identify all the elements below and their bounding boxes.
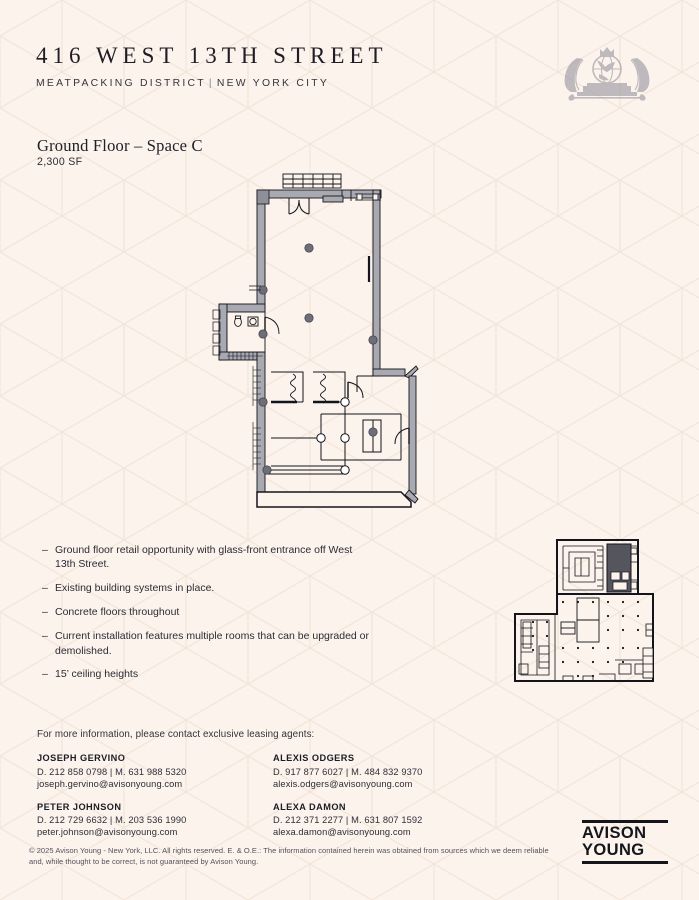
feature-dash: – (42, 544, 48, 556)
contact-phones: D. 212 858 0798 | M. 631 988 5320 (37, 766, 187, 777)
list-item: – Concrete floors throughout (42, 605, 372, 619)
list-item: – Ground floor retail opportunity with g… (42, 543, 372, 572)
feature-dash: – (42, 582, 48, 595)
feature-text: 15’ ceiling heights (55, 668, 139, 681)
contact-name: PETER JOHNSON (37, 801, 122, 812)
contact-card: ALEXIS ODGERS D. 917 877 6027 | M. 484 8… (273, 753, 503, 789)
contact-email[interactable]: alexis.odgers@avisonyoung.com (273, 778, 413, 789)
contact-intro: For more information, please contact exc… (37, 729, 315, 740)
logo-line-2: YOUNG (582, 840, 645, 859)
page-title: 416 WEST 13TH STREET (36, 43, 388, 68)
space-size: 2,300 SF (37, 156, 83, 168)
heraldic-crest-icon (564, 47, 650, 101)
feature-dash: – (42, 668, 48, 681)
feature-text: Ground floor retail opportunity with gla… (55, 544, 353, 571)
avison-young-logo: AVISON YOUNG (582, 820, 668, 864)
feature-dash: – (42, 606, 48, 619)
contact-phones: D. 917 877 6027 | M. 484 832 9370 (273, 766, 423, 777)
feature-text: Existing building systems in place. (55, 582, 215, 595)
list-item: – Existing building systems in place. (42, 581, 372, 595)
contact-column-left: JOSEPH GERVINO D. 212 858 0798 | M. 631 … (37, 753, 262, 850)
header-subtitle: MEATPACKING DISTRICT|NEW YORK CITY (36, 78, 388, 89)
logo-line-1: AVISON (582, 824, 647, 843)
contact-phones: D. 212 371 2277 | M. 631 807 1592 (273, 815, 423, 825)
contact-name: ALEXA DAMON (273, 801, 347, 812)
contact-card: ALEXA DAMON D. 212 371 2277 | M. 631 807… (273, 802, 503, 838)
logo-text: AVISON YOUNG (582, 823, 668, 862)
ground-floor-space-c-plan (212, 173, 419, 508)
contact-phones: D. 212 729 6632 | M. 203 536 1990 (37, 815, 187, 825)
contact-name: JOSEPH GERVINO (37, 753, 126, 763)
legal-disclaimer: © 2025 Avison Young - New York, LLC. All… (29, 846, 549, 866)
space-title: Ground Floor – Space C (37, 136, 203, 155)
feature-text: Current installation features multiple r… (55, 630, 370, 657)
list-item: – 15’ ceiling heights (42, 667, 372, 681)
header-locality: MEATPACKING DISTRICT (36, 78, 206, 89)
contact-card: PETER JOHNSON D. 212 729 6632 | M. 203 5… (37, 802, 262, 838)
list-item: – Current installation features multiple… (42, 629, 372, 658)
building-key-plan (514, 539, 654, 682)
contact-email[interactable]: peter.johnson@avisonyoung.com (37, 827, 178, 837)
document-header: 416 WEST 13TH STREET MEATPACKING DISTRIC… (36, 44, 388, 89)
feature-dash: – (42, 630, 48, 643)
contact-email[interactable]: alexa.damon@avisonyoung.com (273, 827, 411, 837)
logo-rule-bottom (582, 861, 668, 864)
contact-card: JOSEPH GERVINO D. 212 858 0798 | M. 631 … (37, 753, 262, 789)
features-list: – Ground floor retail opportunity with g… (42, 543, 372, 691)
contact-column-right: ALEXIS ODGERS D. 917 877 6027 | M. 484 8… (273, 753, 503, 850)
contact-name: ALEXIS ODGERS (273, 753, 355, 763)
feature-text: Concrete floors throughout (55, 606, 180, 619)
header-separator: | (208, 78, 214, 89)
contact-email[interactable]: joseph.gervino@avisonyoung.com (37, 778, 183, 789)
header-city: NEW YORK CITY (216, 78, 330, 89)
